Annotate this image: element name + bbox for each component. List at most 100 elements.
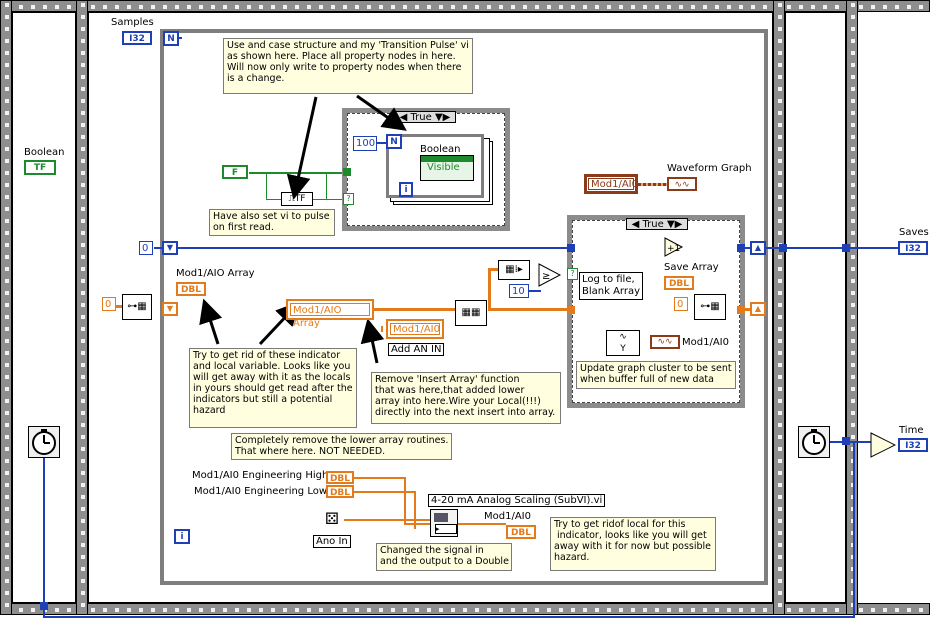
case-tunnel-int-in: [567, 244, 575, 252]
mod-aio-local-variable[interactable]: Mod1/AI0: [386, 319, 444, 339]
wire-dbl-to-subvi: [404, 523, 432, 525]
case-selector-right[interactable]: ◀ True ▼▶: [626, 218, 688, 230]
case-tunnel-dbl-out: [737, 306, 745, 314]
waveform-graph-label: Waveform Graph: [667, 163, 752, 174]
property-node-visible[interactable]: Visible: [420, 155, 474, 181]
boolean-control[interactable]: TF: [24, 160, 56, 175]
false-constant-label: F: [231, 168, 239, 178]
time-indicator[interactable]: I32: [898, 438, 928, 452]
eng-low-type: DBL: [329, 488, 351, 498]
ten-constant[interactable]: 10: [509, 284, 529, 298]
mod-array-label: Mod1/AIO Array: [176, 268, 255, 279]
sequence-frame-divider-2: [773, 0, 785, 615]
frame-tunnel-int-1: [779, 244, 787, 252]
sequence-frame-divider-1: [76, 0, 88, 615]
zero-constant-save[interactable]: 0: [674, 297, 688, 311]
shift-register-right-dbl[interactable]: ▲: [750, 302, 766, 316]
timer-right-icon[interactable]: [798, 426, 830, 458]
wire-dbl-out: [458, 523, 506, 525]
boolean-type-label: TF: [33, 163, 47, 173]
note-pulse: Have also set vi to pulse on first read.: [209, 209, 335, 236]
samples-control[interactable]: I32: [122, 31, 152, 45]
n-terminal-label: N: [167, 34, 175, 44]
subtract-icon[interactable]: [870, 432, 896, 458]
note-update-graph: Update graph cluster to be sent when buf…: [576, 361, 736, 389]
initialize-array-icon-right[interactable]: ⊶▦: [694, 294, 726, 320]
mod-aio-local-text: Mod1/AI0: [390, 323, 440, 335]
random-number-icon[interactable]: ⚄: [322, 509, 342, 529]
bundle-by-name-icon[interactable]: ∿Y: [606, 330, 640, 356]
note-use-case: Use and case structure and my 'Transitio…: [223, 38, 473, 94]
mod-aio-bottom-type: DBL: [510, 528, 532, 538]
svg-text:+1: +1: [667, 244, 680, 254]
wire-dbl-low2: [404, 477, 406, 523]
wire-time-bottom: [43, 458, 45, 618]
mod-aio-bottom-indicator[interactable]: DBL: [506, 525, 536, 539]
array-size-icon[interactable]: ▦⁞▸: [498, 260, 530, 280]
mod-array-type: DBL: [180, 285, 202, 295]
wire-int-main: [154, 247, 904, 249]
eng-low-control[interactable]: DBL: [326, 485, 354, 498]
wire-dbl-low: [354, 477, 404, 479]
boolean-false-constant[interactable]: F: [222, 165, 248, 179]
while-i-label: i: [180, 532, 184, 542]
mod-array-local-variable[interactable]: Mod1/AIO Array: [286, 299, 374, 329]
wire-bool-4: [312, 199, 346, 200]
note-indicator: Try to get rid of these indicator and lo…: [189, 348, 357, 428]
shift-register-right-int[interactable]: ▲: [750, 241, 766, 255]
loop-count-n: N: [163, 31, 179, 46]
increment-icon[interactable]: +1: [664, 237, 684, 257]
add-an-in-label: Add AN IN: [388, 343, 445, 356]
eng-high-type: DBL: [329, 474, 351, 484]
loop-count-constant[interactable]: 100: [353, 136, 377, 151]
wire-dbl-dice: [344, 519, 430, 521]
saves-label: Saves: [899, 227, 929, 238]
waveform-graph-indicator[interactable]: ∿∿: [667, 177, 697, 191]
wire-bool-2: [266, 172, 267, 200]
case-tunnel-bool: [343, 168, 351, 176]
wire-dbl-high3: [414, 491, 416, 529]
greater-or-equal-icon[interactable]: ≥: [538, 263, 562, 287]
saves-indicator[interactable]: I32: [898, 241, 928, 255]
zero-constant-left[interactable]: 0: [102, 297, 116, 311]
wire-bool-3: [266, 199, 281, 200]
shift-register-left-int[interactable]: ▼: [162, 241, 178, 255]
for-loop-i: i: [399, 182, 413, 197]
wire-samples: [178, 37, 182, 39]
mod-aio-cluster-constant[interactable]: Mod1/AI0: [584, 174, 638, 194]
initialize-array-icon-left[interactable]: ⊶▦: [122, 294, 152, 320]
sequence-frame-bottom-strip: [0, 603, 930, 615]
visible-property: Visible: [427, 162, 460, 173]
eng-high-control[interactable]: DBL: [326, 471, 354, 484]
mod-aio-bottom-label: Mod1/AI0: [484, 511, 531, 522]
zero-constant-wire[interactable]: 0: [139, 241, 153, 255]
for-n-label: N: [390, 137, 398, 147]
case-selector-top-value: True: [410, 112, 432, 123]
wire-time-right: [830, 441, 876, 443]
subvi-title: 4-20 mA Analog Scaling (SubVI).vi: [428, 494, 606, 507]
shift-register-left-dbl[interactable]: ▼: [162, 302, 178, 316]
eng-high-label: Mod1/AI0 Engineering High: [192, 470, 329, 481]
wire-bool-1: [249, 172, 399, 174]
while-loop-i: i: [174, 529, 190, 544]
svg-text:≥: ≥: [542, 271, 550, 282]
mod-aio-graph-local[interactable]: ∿∿: [650, 335, 680, 349]
for-i-label: i: [404, 185, 408, 195]
wire-bool-5: [326, 172, 327, 200]
insert-into-array-icon[interactable]: ▦▦: [455, 300, 487, 326]
for-loop-n: N: [386, 134, 402, 149]
mod-array-indicator[interactable]: DBL: [176, 282, 206, 296]
wire-dbl-high2: [354, 491, 414, 493]
scaling-subvi-icon[interactable]: ▸: [430, 509, 458, 537]
case-selector-terminal-right[interactable]: ?: [567, 268, 578, 280]
time-type-label: I32: [905, 441, 921, 451]
wire-cluster-graph: [638, 183, 668, 186]
save-array-indicator[interactable]: DBL: [664, 276, 694, 290]
note-remove-insert: Remove 'Insert Array' function that was …: [371, 372, 561, 424]
case-selector-terminal[interactable]: ?: [343, 193, 354, 205]
time-label: Time: [899, 425, 924, 436]
samples-label: Samples: [111, 17, 154, 28]
timer-left-icon[interactable]: [28, 426, 60, 458]
note-local-hazard: Try to get ridof local for this indicato…: [550, 517, 716, 571]
wire-time-up: [853, 441, 855, 618]
